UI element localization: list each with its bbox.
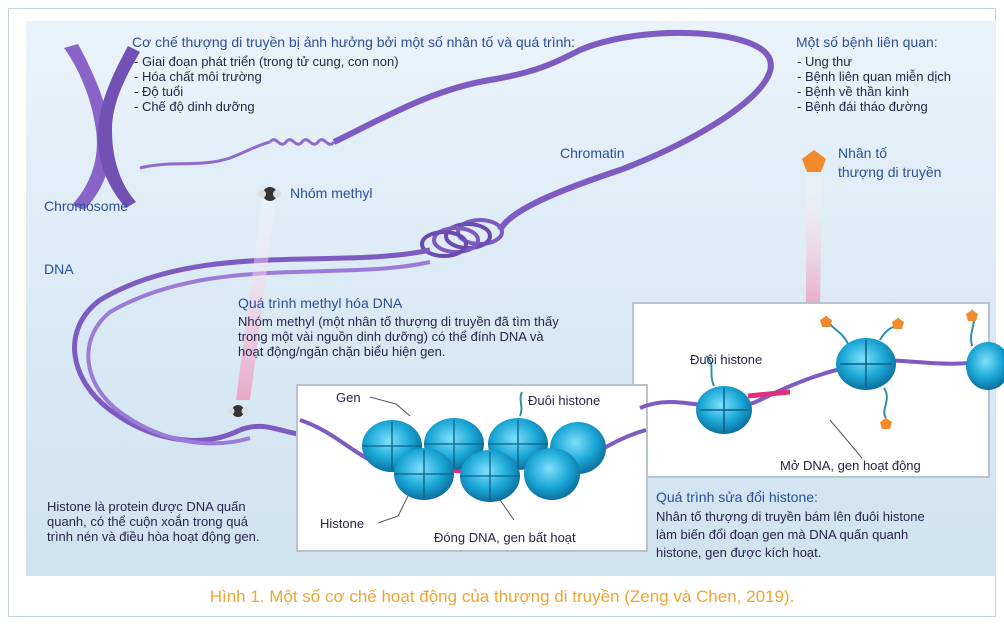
- intro-item: - Hóa chất môi trường: [134, 69, 399, 84]
- modification-line: histone, gen được kích hoạt.: [656, 544, 925, 562]
- intro-item: - Độ tuổi: [134, 84, 399, 99]
- intro-item: - Giai đoạn phát triển (trong tử cung, c…: [134, 54, 399, 69]
- intro-list: - Giai đoạn phát triển (trong tử cung, c…: [134, 54, 399, 114]
- nucleosome-right-2: [836, 338, 896, 390]
- histone-tail-left-label: Đuôi histone: [528, 393, 600, 408]
- chromosome-label: Chromosome: [44, 199, 128, 214]
- nucleosome-cluster: [362, 418, 606, 502]
- intro-item: - Chế độ dinh dưỡng: [134, 99, 399, 114]
- histone-note-line: quanh, có thể cuộn xoắn trong quá: [47, 514, 260, 529]
- disease-item: - Ung thư: [797, 54, 951, 69]
- disease-item: - Bệnh về thần kinh: [797, 84, 951, 99]
- open-dna-label: Mở DNA, gen hoạt động: [780, 458, 921, 473]
- chromatin-label: Chromatin: [560, 146, 625, 161]
- disease-item: - Bệnh liên quan miễn dịch: [797, 69, 951, 84]
- histone-note-line: Histone là protein được DNA quấn: [47, 499, 260, 514]
- disease-item: - Bệnh đái tháo đường: [797, 99, 951, 114]
- modification-heading: Quá trình sửa đổi histone:: [656, 490, 818, 505]
- histone-note: Histone là protein được DNA quấn quanh, …: [47, 499, 260, 544]
- diseases-list: - Ung thư - Bệnh liên quan miễn dịch - B…: [797, 54, 951, 114]
- epigenetic-factor-label-1: Nhân tố: [838, 146, 887, 161]
- intro-heading: Cơ chế thượng di truyền bị ảnh hưởng bởi…: [132, 35, 575, 50]
- histone-tail-right-label: Đuôi histone: [690, 352, 762, 367]
- gene-label: Gen: [336, 390, 361, 405]
- nucleosome-right-1: [696, 386, 752, 434]
- histone-note-line: trình nén và điều hòa hoạt động gen.: [47, 529, 260, 544]
- methylation-heading: Quá trình methyl hóa DNA: [238, 296, 402, 311]
- dna-label: DNA: [44, 262, 74, 277]
- methylation-line: trong một vài nguồn dinh dưỡng) có thể đ…: [238, 329, 559, 344]
- epigenetic-factor-label-2: thượng di truyền: [838, 165, 941, 180]
- methylation-text: Nhóm methyl (một nhân tố thượng di truyề…: [238, 314, 559, 359]
- methylation-line: hoạt động/ngăn chặn biểu hiện gen.: [238, 344, 559, 359]
- figure-caption: Hình 1. Một số cơ chế hoạt động của thượ…: [0, 587, 1004, 607]
- modification-line: Nhân tố thượng di truyền bám lên đuôi hi…: [656, 508, 925, 526]
- histone-label: Histone: [320, 516, 364, 531]
- closed-dna-label: Đóng DNA, gen bất hoạt: [434, 530, 576, 545]
- nucleosome-right-3: [966, 342, 1004, 390]
- diseases-heading: Một số bệnh liên quan:: [796, 35, 938, 50]
- methylation-line: Nhóm methyl (một nhân tố thượng di truyề…: [238, 314, 559, 329]
- methyl-group-label: Nhóm methyl: [290, 186, 372, 201]
- modification-line: làm biến đổi đoạn gen mà DNA quấn quanh: [656, 526, 925, 544]
- modification-text: Nhân tố thượng di truyền bám lên đuôi hi…: [656, 508, 925, 562]
